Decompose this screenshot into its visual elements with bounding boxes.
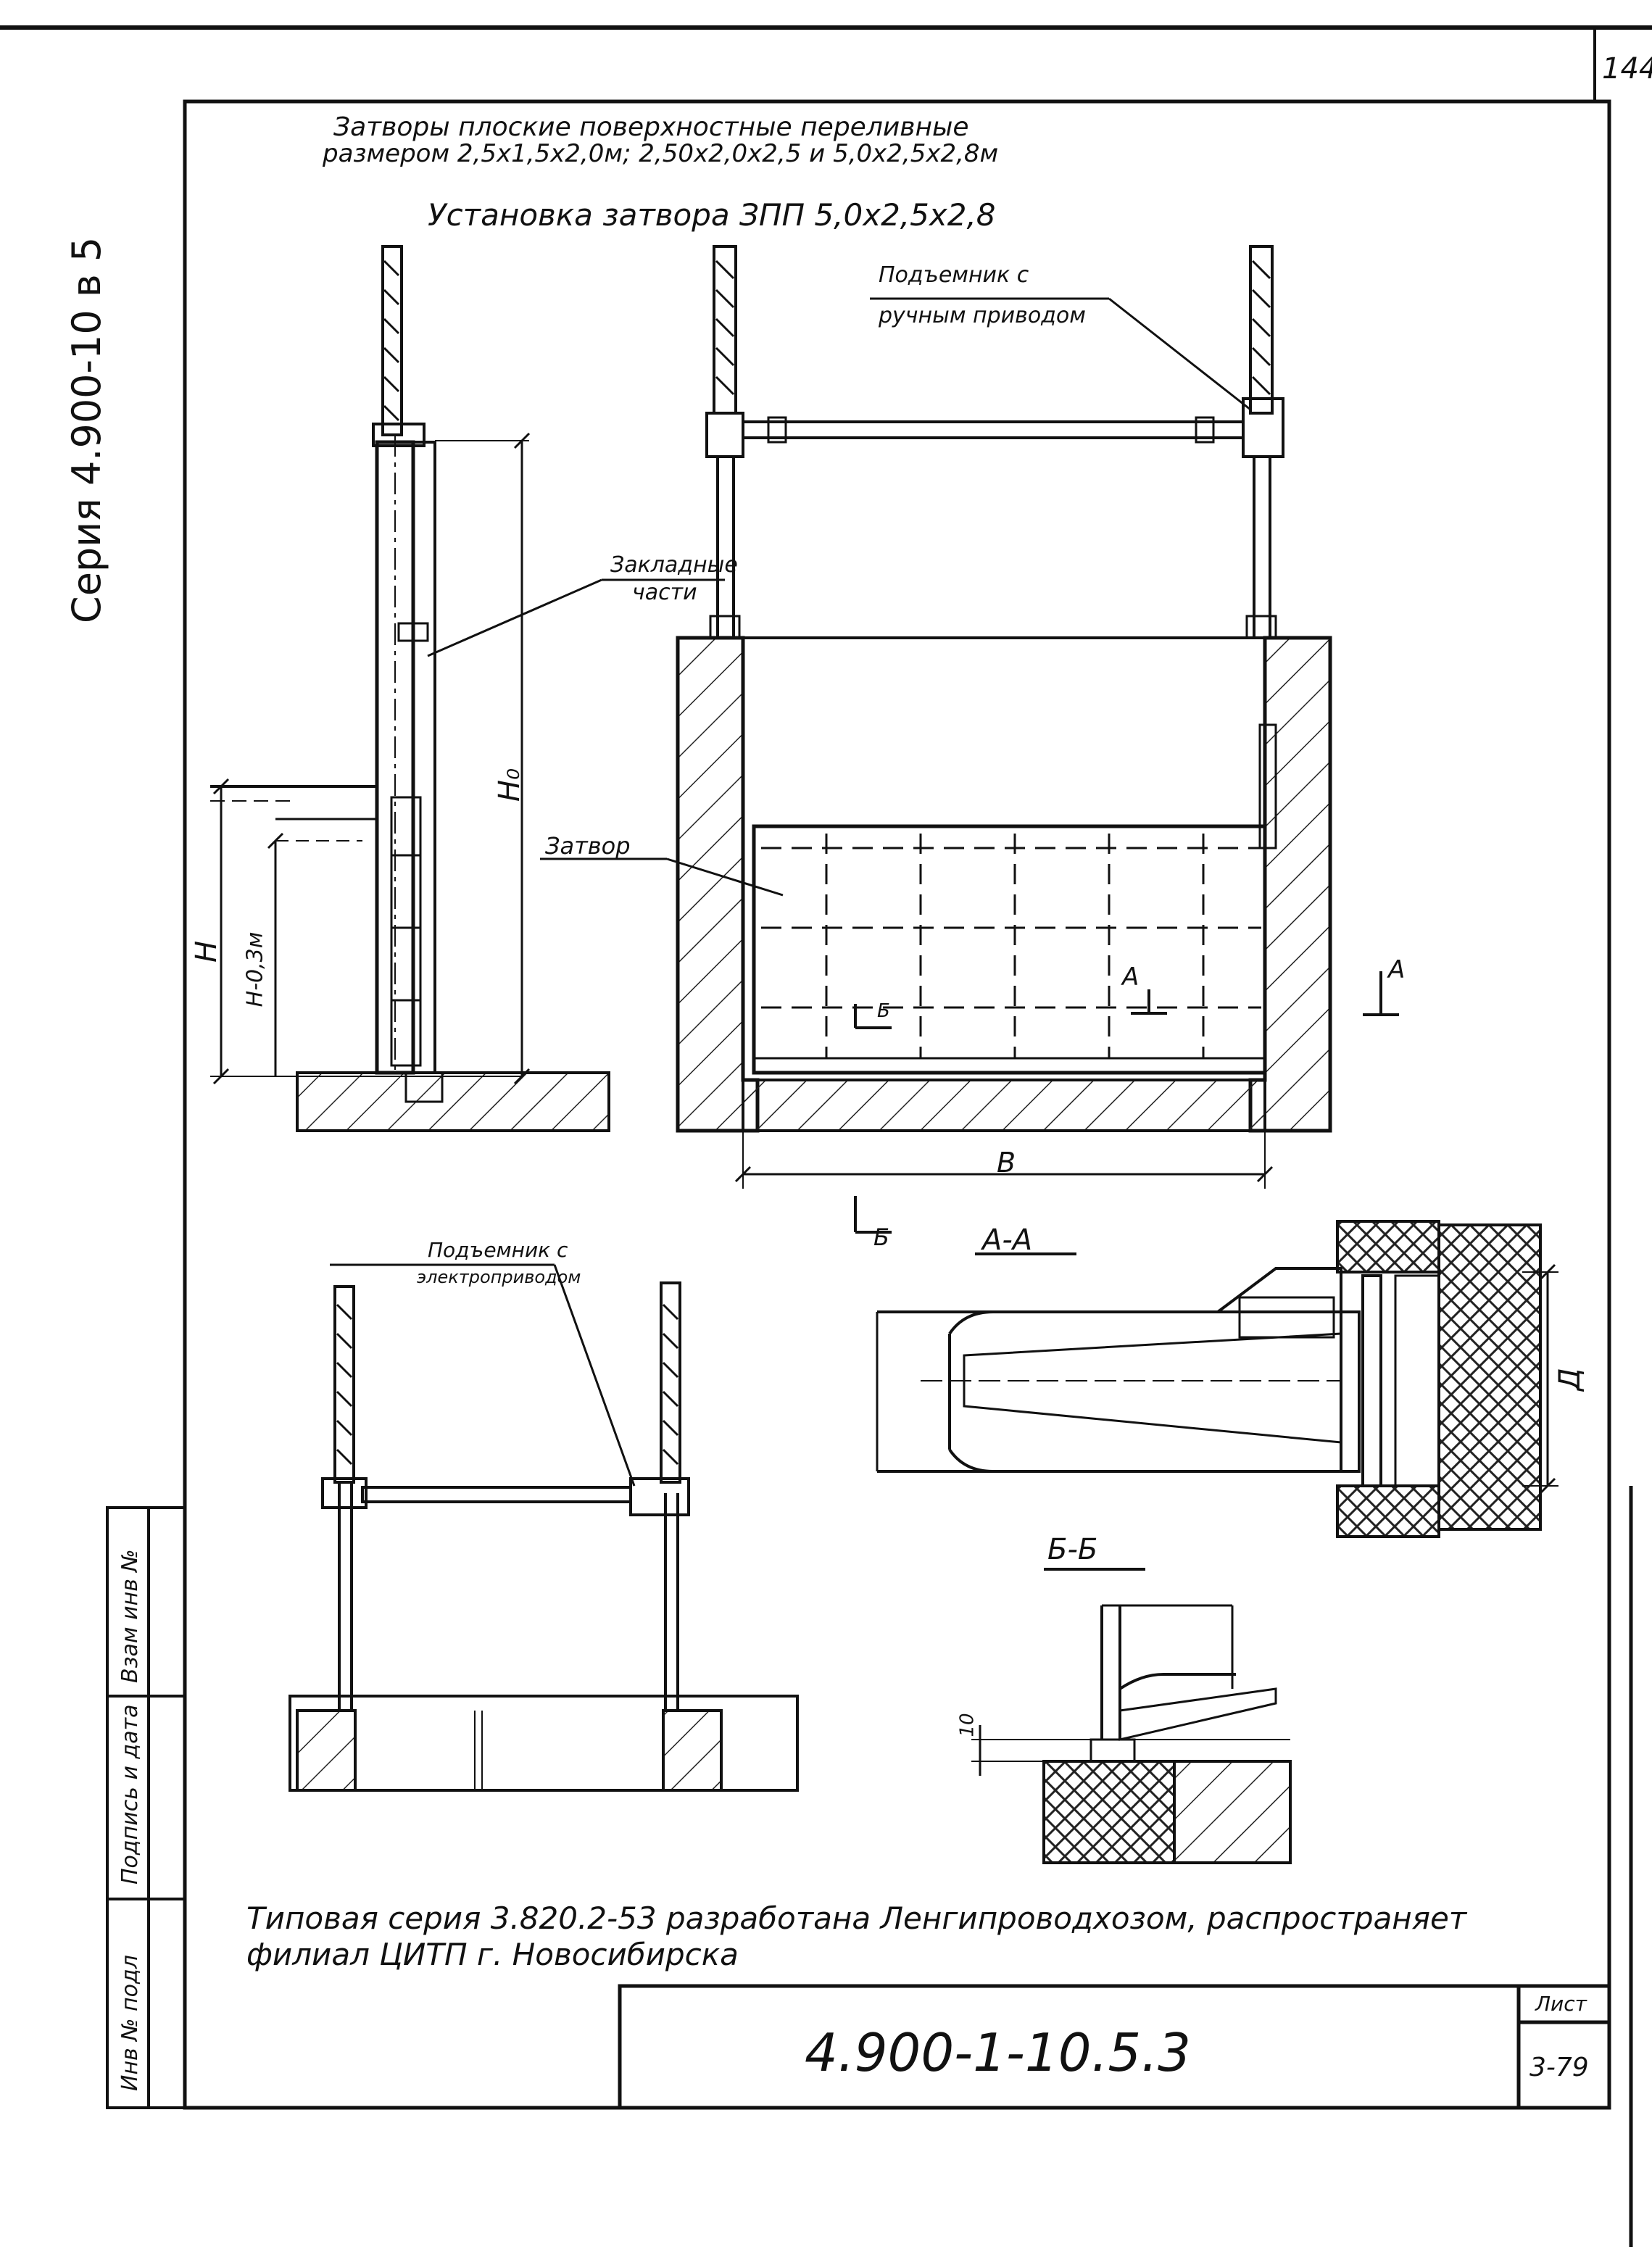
sheet-title-line1: Затворы плоские поверхностные переливные: [333, 112, 969, 142]
section-bb-view: [971, 1568, 1292, 1864]
gate-label: Затвор: [545, 832, 631, 860]
stamp-cell-inv-original: Инв № подл: [117, 1955, 143, 2091]
doc-code: 4.900-1-10.5.3: [805, 2022, 1191, 2083]
section-aa-title: А-А: [982, 1223, 1033, 1257]
series-vertical-label: Серия 4.900-10 в 5: [64, 236, 109, 623]
cut-b-lower-label: Б: [873, 1223, 889, 1251]
electric-hoist-view: [289, 1263, 799, 1792]
stamp-cell-signature-date: Подпись и дата: [117, 1704, 143, 1885]
sheet-label: Лист: [1535, 1992, 1587, 2016]
section-aa-view: [876, 1220, 1558, 1538]
dim-d-label: Д: [1553, 1368, 1587, 1391]
title-block-frame: [618, 1984, 1611, 2110]
cut-b-front-label: Б: [877, 1000, 890, 1022]
section-bb-title: Б-Б: [1047, 1533, 1098, 1566]
side-stamp-frame: [106, 1506, 186, 2109]
dim-b-label: B: [997, 1147, 1016, 1179]
hoist-manual-label-2: ручным приводом: [879, 303, 1086, 328]
hoist-electric-label-2: электроприводом: [417, 1267, 581, 1287]
dim-h-label: H: [190, 940, 224, 963]
front-view: [540, 245, 1399, 1234]
cut-a-right-label: А: [1388, 955, 1406, 984]
dim-10-label: 10: [956, 1713, 979, 1737]
sheet-subtitle: Установка затвора ЗПП 5,0х2,5х2,8: [428, 197, 996, 233]
cut-a-front-label: А: [1122, 963, 1140, 992]
note-line1: Типовая серия 3.820.2-53 разработана Лен…: [246, 1900, 1467, 1936]
note-line2: филиал ЦИТП г. Новосибирска: [246, 1937, 739, 1972]
hoist-electric-label-1: Подъемник с: [428, 1238, 568, 1262]
embedded-parts-label-2: части: [632, 580, 697, 605]
embedded-parts-label-1: Закладные: [610, 552, 738, 578]
stamp-cell-replace-inv: Взам инв №: [117, 1549, 143, 1683]
hoist-manual-label-1: Подъемник с: [879, 262, 1029, 288]
dim-h03-label: H-0,3м: [242, 931, 268, 1007]
page-number: 144: [1602, 52, 1652, 86]
sheet-number: 3-79: [1529, 2053, 1589, 2082]
sheet-title-line2: размером 2,5х1,5х2,0м; 2,50х2,0х2,5 и 5,…: [323, 139, 999, 168]
side-section-view: [210, 245, 725, 1132]
dim-h0-label: H₀: [493, 768, 527, 802]
